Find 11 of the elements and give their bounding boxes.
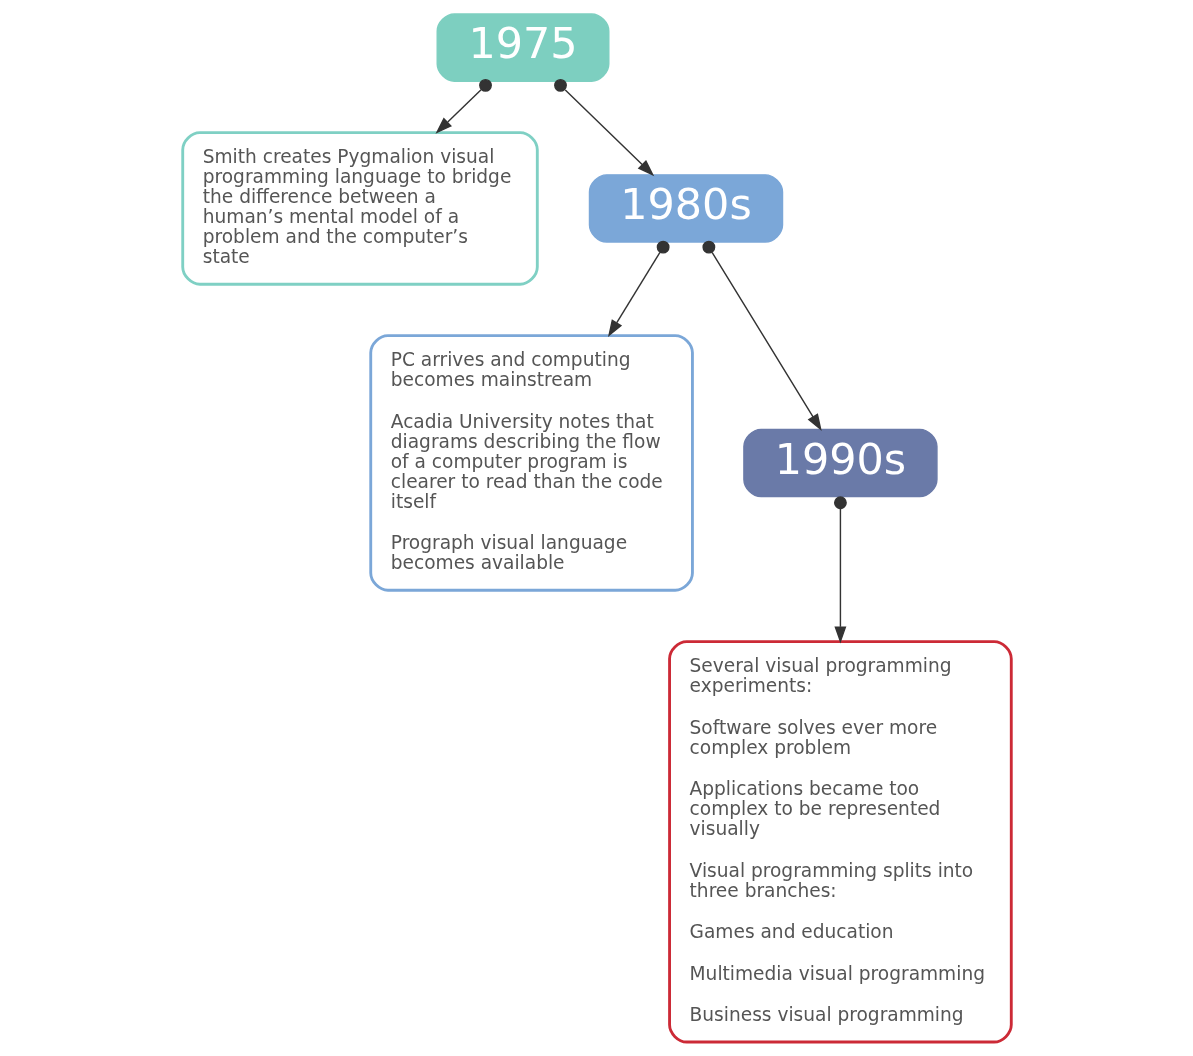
node-box: PC arrives and computing becomes mainstream Acadia University notes that diagrams describing the flow of a computer program is clearer to read than the code itself Prograph visual language becomes available [368,334,694,592]
node-box: 1975 [436,13,609,82]
node-box: 1990s [742,428,938,498]
arrow [435,78,492,134]
node-box: Smith creates Pygmalion visual programming language to bridge the difference between a human’s mental model of a problem and the computer’s state [180,131,539,286]
arrow [553,78,654,177]
arrow [607,240,670,338]
arrow [701,240,822,432]
node-box: Several visual programming experiments: Software solves ever more complex problem Applications became too complex to be represented visually Visual programming splits into three branches: Games and education Multimedia visual programming Business visual programming [667,640,1013,1044]
node-box: 1980s [588,174,783,243]
arrow [833,496,847,644]
